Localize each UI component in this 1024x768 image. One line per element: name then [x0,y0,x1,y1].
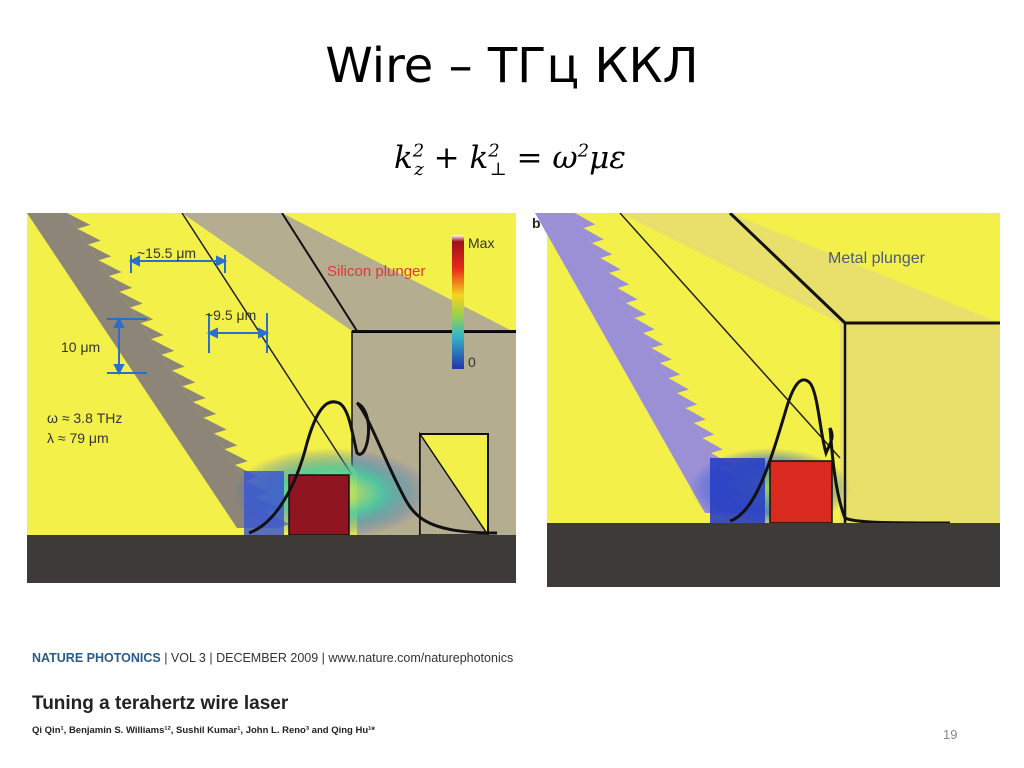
colorbar-min-label: 0 [468,354,476,370]
mode-profile-curve [248,400,498,535]
paper-title: Tuning a terahertz wire laser [32,693,289,714]
label-width-9-5: ~9.5 μm [205,307,257,323]
dimension-arrows [107,255,270,376]
panel-label-b: b [532,215,541,231]
silicon-plunger-label: Silicon plunger [327,263,426,280]
corrugated-wire [27,213,290,528]
substrate-b [547,523,1000,587]
metal-plunger-label: Metal plunger [828,250,925,267]
slide-title: Wire – ТГц ККЛ [325,38,699,94]
label-wavelength: λ ≈ 79 μm [47,430,109,446]
figure-a-graphic [27,213,516,583]
figure-b-metal-plunger: b Metal plunger [530,213,1000,587]
paper-authors: Qi Qin¹, Benjamin S. Williams¹², Sushil … [32,725,375,736]
colorbar [452,235,464,369]
active-region [289,475,349,535]
label-period-15-5: ~15.5 μm [137,245,197,261]
journal-name: NATURE PHOTONICS [32,651,161,665]
citation-details: | VOL 3 | DECEMBER 2009 | www.nature.com… [160,651,514,665]
active-region-b [770,461,832,523]
wave-equation: k2z + k2⊥ = ω2με [394,140,626,181]
label-frequency: ω ≈ 3.8 THz [47,410,123,426]
label-height-10: 10 μm [61,339,101,355]
figure-a-silicon-plunger: ~15.5 μm ~9.5 μm 10 μm ω ≈ 3.8 THz λ ≈ 7… [27,213,516,583]
citation-line: NATURE PHOTONICS | VOL 3 | DECEMBER 2009… [32,651,513,665]
page-number: 19 [943,727,958,742]
mode-profile-curve-b [729,378,951,525]
colorbar-max-label: Max [468,235,495,251]
figure-b-graphic [530,213,1000,587]
corrugated-wire-b [535,213,757,513]
substrate [27,535,516,583]
